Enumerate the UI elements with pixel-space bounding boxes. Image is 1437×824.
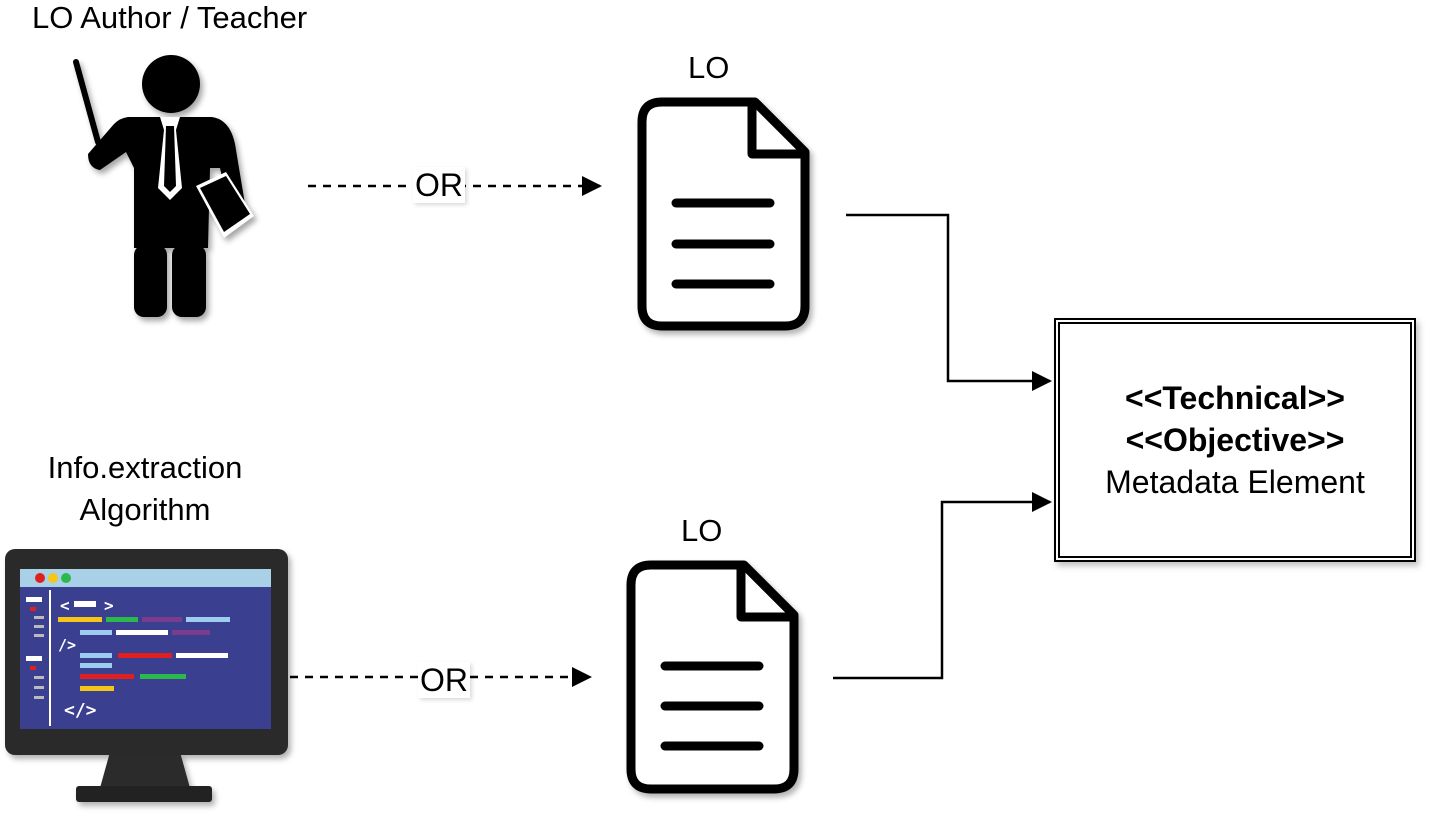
metadata-technical: <<Technical>> [1125,380,1345,416]
algorithm-label: Info.extraction Algorithm [0,450,290,528]
lo-label-bottom: LO [681,513,723,548]
metadata-objective: <<Objective>> [1125,422,1345,458]
connector-top [846,213,1052,391]
or-label-bottom: OR [418,662,470,698]
metadata-element-label: Metadata Element [1105,464,1365,500]
algorithm-label-line1: Info.extraction [47,450,243,485]
lo-label-top: LO [688,50,730,85]
teacher-label: LO Author / Teacher [32,0,308,35]
algorithm-label-line2: Algorithm [79,492,211,527]
metadata-element-box: <<Technical>> <<Objective>> Metadata Ele… [1054,318,1416,562]
connector-bottom [833,492,1052,680]
or-label-top: OR [413,167,465,203]
